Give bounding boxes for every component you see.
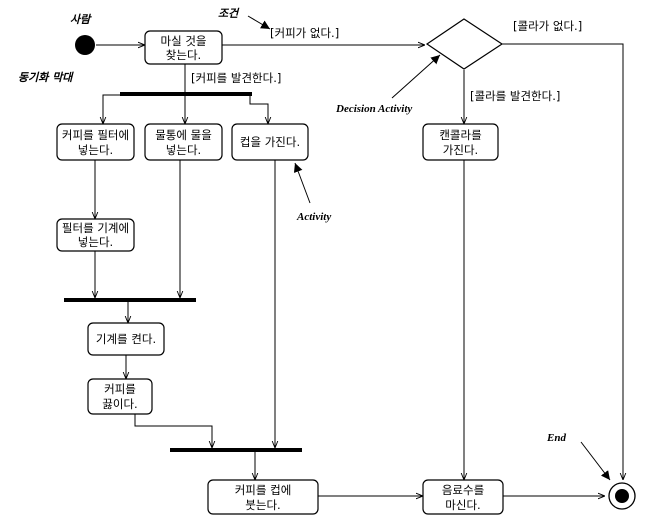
activity-label: 끓이다. xyxy=(102,397,137,411)
activity-label: 필터를 기계에 xyxy=(62,221,129,235)
start-node xyxy=(75,35,95,55)
edge-decision-to-end xyxy=(502,43,623,480)
note-sync-bar: 동기화 막대 xyxy=(18,71,74,84)
activity-get-cup: 컵을 가진다. xyxy=(231,123,309,161)
activity-pour-coffee: 커피를 컵에 붓는다. xyxy=(207,479,319,515)
note-person: 사람 xyxy=(70,13,92,26)
activity-find-drink: 마실 것을 찾는다. xyxy=(144,30,223,65)
edges xyxy=(95,15,623,496)
activity-label: 컵을 가진다. xyxy=(240,135,300,149)
guard-no-coffee: [커피가 없다.] xyxy=(270,26,339,40)
note-end: End xyxy=(546,432,566,444)
activity-label: 마실 것을 xyxy=(161,34,207,48)
activity-water-bucket: 물통에 물을 넣는다. xyxy=(144,123,223,161)
end-node xyxy=(608,482,636,510)
activity-label: 커피를 필터에 xyxy=(62,128,129,142)
pointer-decision-activity xyxy=(391,54,441,99)
activity-label: 넣는다. xyxy=(78,143,113,157)
activity-label: 캔콜라를 xyxy=(439,128,481,142)
activity-label: 음료수를 xyxy=(442,483,484,497)
activity-label: 물통에 물을 xyxy=(155,128,212,142)
activity-label: 찾는다. xyxy=(166,48,201,62)
activity-label: 붓는다. xyxy=(245,498,280,512)
activity-filter-machine: 필터를 기계에 넣는다. xyxy=(56,218,135,252)
edge-boil-to-join2 xyxy=(134,414,212,448)
activity-get-cola: 캔콜라를 가진다. xyxy=(422,123,499,161)
guard-no-cola: [콜라가 없다.] xyxy=(513,19,582,33)
edge-fork-to-filter-coffee xyxy=(103,94,130,124)
activity-label: 커피를 xyxy=(104,382,136,396)
activity-label: 넣는다. xyxy=(166,143,201,157)
activity-label: 마신다. xyxy=(445,498,480,512)
note-decision-activity: Decision Activity xyxy=(335,103,412,115)
note-activity: Activity xyxy=(296,211,331,223)
edge-fork-to-get-cup xyxy=(249,95,268,124)
note-condition: 조건 xyxy=(218,7,240,20)
sync-bar-join1 xyxy=(64,298,196,302)
sync-bar-fork xyxy=(120,92,252,96)
activity-label: 커피를 컵에 xyxy=(235,483,292,497)
guard-found-coffee: [커피를 발견한다.] xyxy=(191,71,281,85)
pointer-condition xyxy=(247,15,271,30)
pointer-end xyxy=(580,441,611,481)
guard-found-cola: [콜라를 발견한다.] xyxy=(470,89,560,103)
activity-turn-on: 기계를 켠다. xyxy=(87,322,165,356)
decision-diamond xyxy=(425,18,504,70)
pointer-activity xyxy=(293,162,311,204)
activity-label: 가진다. xyxy=(443,143,478,157)
activity-boil-coffee: 커피를 끓이다. xyxy=(87,378,153,415)
activity-drink: 음료수를 마신다. xyxy=(422,479,504,515)
activity-label: 기계를 켠다. xyxy=(96,332,156,346)
activity-filter-coffee: 커피를 필터에 넣는다. xyxy=(56,123,135,161)
sync-bar-join2 xyxy=(170,448,302,452)
activity-label: 넣는다. xyxy=(78,235,113,249)
